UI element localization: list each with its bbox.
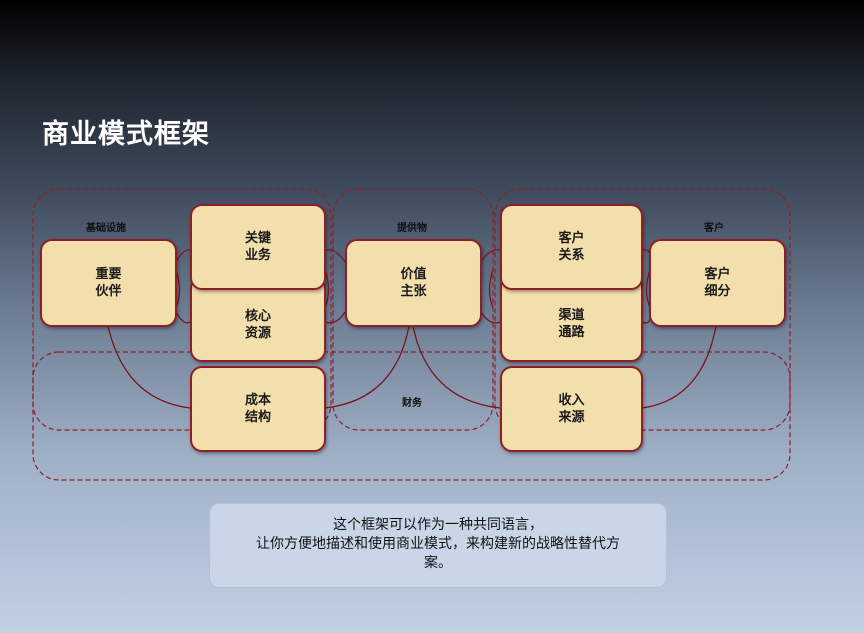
block-line: 来源	[558, 410, 585, 425]
block-line: 细分	[704, 284, 731, 299]
key-activities-block: 关键 业务	[190, 204, 326, 290]
note-line-1: 这个框架可以作为一种共同语言，	[333, 517, 543, 533]
block-line: 渠道	[558, 308, 585, 323]
partners-cost-arc	[107, 325, 191, 409]
segments-revenue-arc	[641, 325, 717, 409]
value-cost-arc	[324, 325, 410, 409]
description-note: 这个框架可以作为一种共同语言， 让你方便地描述和使用商业模式，来构建新的战略性替…	[209, 503, 667, 588]
revenue-streams-block: 收入 来源	[500, 366, 643, 452]
block-line: 收入	[558, 393, 585, 408]
value-proposition-block: 价值 主张	[345, 239, 482, 327]
block-line: 成本	[244, 393, 271, 408]
page-title: 商业模式框架	[42, 119, 210, 150]
finance-label: 财务	[402, 398, 422, 409]
finance-region	[32, 351, 791, 481]
customer-relationships-block: 客户 关系	[500, 204, 643, 290]
block-line: 伙伴	[95, 284, 122, 299]
block-line: 通路	[558, 325, 585, 340]
value-relationships-link	[480, 249, 501, 263]
partners-resources-link	[175, 311, 191, 324]
block-line: 主张	[400, 284, 427, 299]
customer-segments-block: 客户 细分	[649, 239, 786, 327]
infrastructure-region	[32, 188, 332, 431]
activities-value-link	[324, 249, 346, 263]
value-revenue-arc	[412, 325, 501, 409]
note-line-3: 案。	[424, 555, 452, 571]
block-line: 资源	[244, 326, 271, 341]
block-line: 结构	[244, 410, 271, 425]
offering-label: 提供物	[397, 223, 427, 234]
block-line: 业务	[244, 248, 271, 263]
cost-structure-block: 成本 结构	[190, 366, 326, 452]
value-channels-link	[480, 311, 501, 324]
note-line-2: 让你方便地描述和使用商业模式，来构建新的战略性替代方	[256, 536, 620, 552]
partners-activities-link	[175, 249, 191, 263]
key-partners-block: 重要 伙伴	[40, 239, 177, 327]
block-line: 重要	[95, 267, 122, 282]
block-line: 核心	[244, 309, 271, 324]
infrastructure-label: 基础设施	[86, 223, 126, 234]
customer-label: 客户	[704, 223, 724, 234]
block-line: 价值	[400, 267, 427, 282]
block-line: 关键	[244, 231, 271, 246]
offering-region	[332, 188, 494, 431]
resources-value-link	[324, 311, 346, 324]
block-line: 关系	[558, 248, 585, 263]
block-line: 客户	[558, 231, 585, 246]
block-line: 客户	[704, 267, 731, 282]
